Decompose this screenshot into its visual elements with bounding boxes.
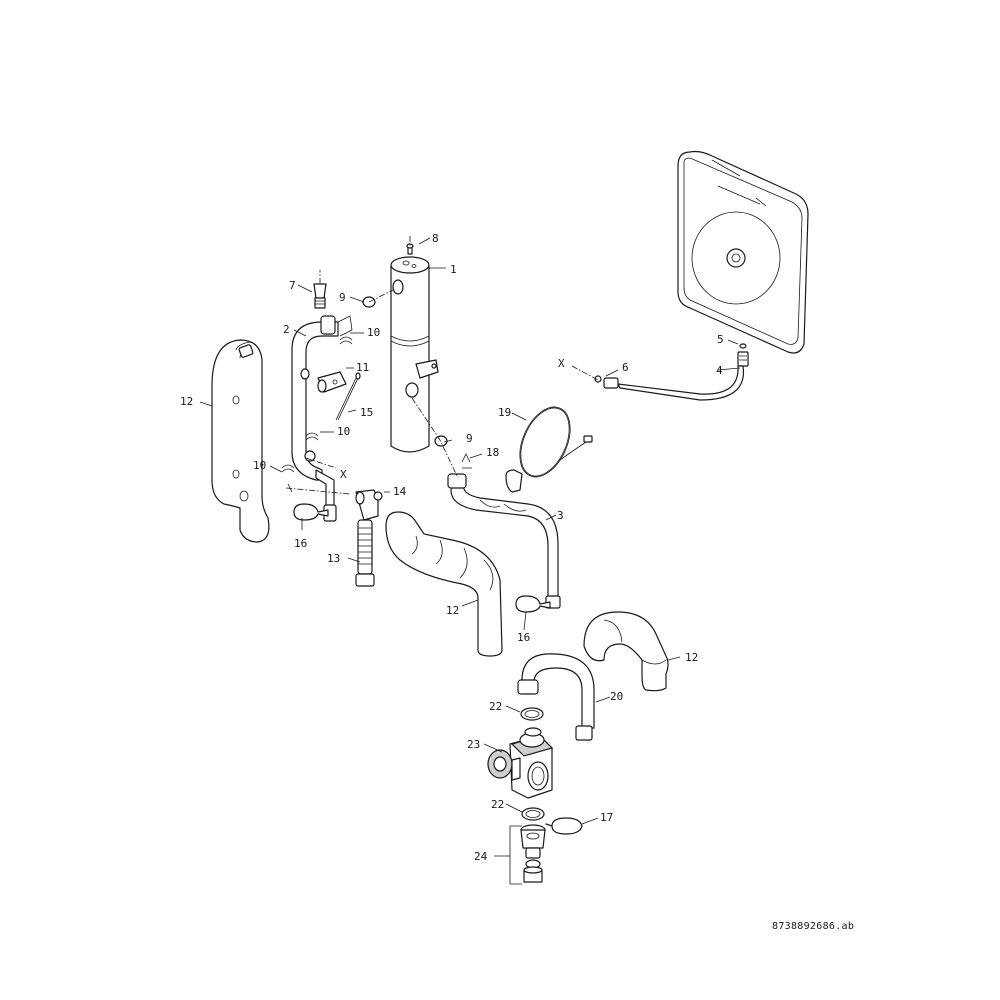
expansion-hose	[594, 343, 749, 401]
callout-19: 19	[498, 406, 511, 419]
callout-12-right: 12	[685, 651, 698, 664]
callout-9-top: 9	[339, 291, 346, 304]
callout-3: 3	[557, 509, 564, 522]
expansion-vessel	[677, 150, 809, 354]
tag-16-left	[293, 503, 329, 521]
callout-8: 8	[432, 232, 439, 245]
seal-22-bottom	[521, 807, 545, 821]
fitting-set-24	[520, 824, 546, 883]
seal-22-top	[520, 707, 544, 721]
tag-17	[545, 817, 583, 835]
document-number: 8738892686.ab	[772, 921, 855, 932]
callout-x-right: X	[558, 357, 565, 370]
callout-6: 6	[622, 361, 629, 374]
callout-14: 14	[393, 485, 407, 498]
callout-12-middle: 12	[446, 604, 459, 617]
callout-10-top: 10	[367, 326, 380, 339]
callout-15: 15	[360, 406, 373, 419]
callout-labels: 8 1 7 9 2 10 11 15 10 10 X 12 14 16 13 1…	[180, 232, 724, 863]
callout-10-bottom: 10	[253, 459, 266, 472]
callout-1: 1	[450, 263, 457, 276]
callout-2: 2	[283, 323, 290, 336]
callout-11: 11	[356, 361, 369, 374]
callout-16-middle: 16	[517, 631, 530, 644]
callout-5: 5	[717, 333, 724, 346]
callout-20: 20	[610, 690, 623, 703]
pipe-2	[291, 315, 353, 522]
sensor-cable-19	[505, 406, 593, 493]
callout-x-left: X	[340, 468, 347, 481]
sensor-11	[317, 371, 347, 393]
insulation-12-left	[211, 339, 270, 543]
callout-16-left: 16	[294, 537, 307, 550]
callout-18: 18	[486, 446, 499, 459]
callout-22-top: 22	[489, 700, 502, 713]
probe-15-head	[355, 372, 361, 380]
valve-14	[355, 489, 383, 521]
callout-24: 24	[474, 850, 488, 863]
callout-23: 23	[467, 738, 480, 751]
pipe-20	[517, 653, 595, 741]
callout-9-bottom: 9	[466, 432, 473, 445]
axis-x-left	[285, 457, 351, 495]
air-vent-7	[313, 283, 327, 309]
callout-13: 13	[327, 552, 340, 565]
axis-9-top	[368, 289, 394, 303]
drain-hose-13	[355, 519, 375, 587]
probe-15	[335, 377, 359, 421]
circulation-pump-23	[487, 727, 554, 799]
axis-x-right	[571, 365, 599, 381]
gasket-9-bottom	[434, 435, 448, 447]
tag-16-middle	[515, 595, 551, 613]
callout-22-bottom: 22	[491, 798, 504, 811]
pipe-3	[447, 473, 561, 609]
callout-7: 7	[289, 279, 296, 292]
clip-10-b	[305, 432, 319, 441]
hydraulic-cylinder	[390, 243, 439, 453]
clip-18	[461, 453, 472, 469]
leader-lines	[199, 237, 741, 885]
callout-10-middle: 10	[337, 425, 350, 438]
callout-4: 4	[716, 364, 723, 377]
insulation-12-middle	[385, 511, 503, 657]
axis-9-bottom	[411, 397, 459, 479]
callout-12-left: 12	[180, 395, 193, 408]
callout-17: 17	[600, 811, 613, 824]
clip-10-a	[339, 336, 353, 345]
insulation-12-right	[583, 611, 669, 692]
